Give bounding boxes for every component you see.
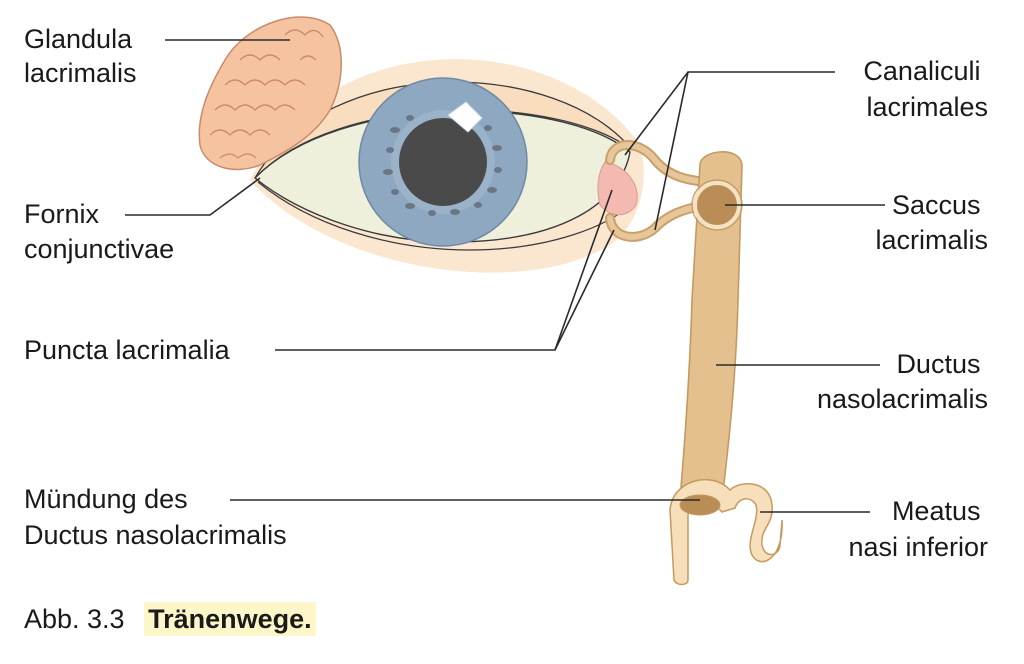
label-ductus: Ductus nasolacrimalis [817,349,988,414]
caption-title: Tränenwege. [144,602,316,636]
duct-mouth [679,494,721,516]
label-muendung: Mündung des Ductus nasolacrimalis [24,484,287,550]
label-canaliculi: Canaliculi lacrimales [863,56,988,122]
pupil [399,118,487,206]
label-saccus: Saccus lacrimalis [875,190,988,255]
glandula-lacrimalis-shape [198,16,342,171]
meatus-nasi-inferior-shape [669,479,783,586]
eye-highlight [447,101,483,133]
lower-eyelid [257,181,631,251]
figure-caption: Abb. 3.3 Tränenwege. [24,602,316,636]
label-glandula: Glandula lacrimalis [24,24,140,88]
label-fornix: Fornix conjunctivae [24,199,174,264]
label-meatus: Meatus nasi inferior [848,496,988,562]
canaliculus-superior-core [607,142,708,185]
leader-lines [125,39,885,513]
caption-number: Abb. 3.3 [24,604,125,634]
iris-pattern [383,115,502,216]
ductus-nasolacrimalis-shape [679,151,743,501]
label-puncta: Puncta lacrimalia [24,335,231,365]
